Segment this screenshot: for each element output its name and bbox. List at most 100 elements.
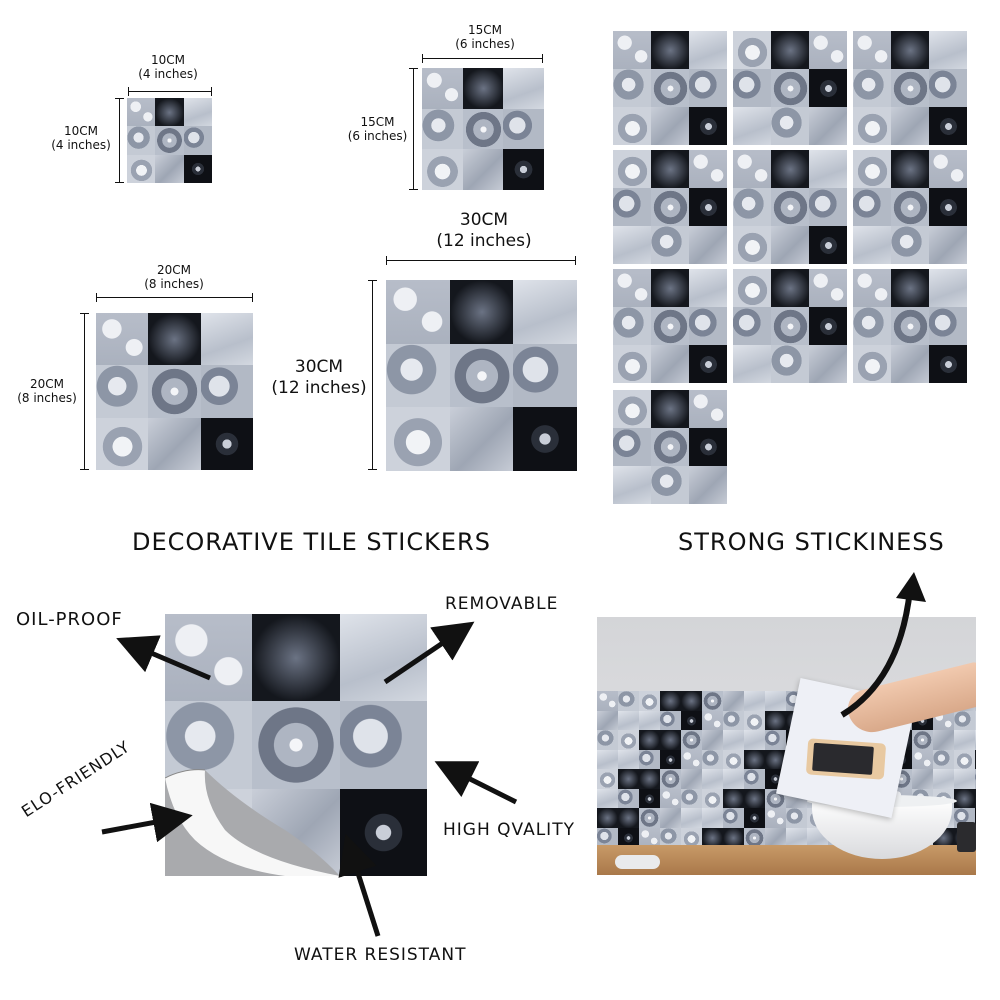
wall-tile xyxy=(660,710,681,731)
wall-tile xyxy=(954,749,975,770)
tile-pattern-cell xyxy=(651,107,690,145)
wall-tile xyxy=(702,808,723,828)
tile-pattern-cell xyxy=(651,345,690,383)
wall-tile xyxy=(975,730,976,750)
wall-tile xyxy=(954,710,975,731)
tile-pattern-cell xyxy=(503,68,544,110)
tile-pattern-cell xyxy=(449,343,514,408)
tile-pattern-cell xyxy=(651,69,690,108)
tile-pattern-cell xyxy=(96,417,149,470)
tile-pattern-cell xyxy=(929,269,967,308)
tile-pattern-cell xyxy=(651,188,690,227)
tile-pattern-cell xyxy=(733,226,772,264)
wall-tile xyxy=(618,730,639,750)
tile-pattern-cell xyxy=(127,98,156,127)
wall-tile xyxy=(744,788,765,809)
wall-tile xyxy=(681,827,702,848)
size-15-height-cm: 15CM xyxy=(360,115,395,129)
tile-pattern-cell xyxy=(127,154,156,183)
size-30-width-line xyxy=(386,256,576,265)
size-10-height-label: 10CM (4 inches) xyxy=(46,124,116,152)
tile-sticker-10cm xyxy=(127,98,212,183)
tile-pattern-cell xyxy=(183,98,212,127)
tile-pattern-cell xyxy=(689,188,727,227)
size-10-width-cm: 10CM xyxy=(150,53,185,67)
tile-pattern-cell xyxy=(771,307,810,346)
tile-pattern-cell xyxy=(513,343,577,408)
wall-tile xyxy=(618,710,639,731)
tile-pattern-cell xyxy=(809,188,847,227)
tile-pattern-cell xyxy=(96,313,149,366)
tile-pattern-cell xyxy=(809,226,847,264)
tile-pattern-cell xyxy=(809,307,847,346)
wall-tile xyxy=(975,788,976,809)
tile-pattern-cell xyxy=(651,389,690,428)
tile-pattern-cell xyxy=(651,31,690,70)
wall-tile xyxy=(702,730,723,750)
wall-tile xyxy=(681,749,702,770)
tile-pattern-cell xyxy=(155,154,185,183)
tile-pattern-cell xyxy=(513,280,577,345)
wall-tile xyxy=(954,788,975,809)
tile-pattern-cell xyxy=(891,31,930,70)
wall-tile xyxy=(702,710,723,731)
tile-pattern-cell xyxy=(613,31,652,70)
tile-pattern-cell xyxy=(651,307,690,346)
tile-pattern-cell xyxy=(771,107,810,145)
wall-tile xyxy=(702,769,723,789)
phone-screen xyxy=(812,742,874,775)
tile-pattern-cell xyxy=(252,614,341,702)
tile-pattern-cell xyxy=(200,365,253,419)
tile-pattern-cell xyxy=(513,407,577,471)
size-15-height-label: 15CM (6 inches) xyxy=(345,115,410,143)
tile-pattern-cell xyxy=(891,69,930,108)
size-30-height-line xyxy=(368,280,377,470)
feature-oil-proof: OIL-PROOF xyxy=(16,609,123,630)
pack-tile-sticker xyxy=(733,269,847,383)
tile-pattern-cell xyxy=(689,427,727,466)
size-20-height-in: (8 inches) xyxy=(17,391,77,405)
pack-tile-sticker xyxy=(613,31,727,145)
size-10-width-in: (4 inches) xyxy=(138,67,198,81)
size-30-width-label: 30CM (12 inches) xyxy=(424,210,544,252)
pack-tile-sticker xyxy=(613,269,727,383)
wall-tile xyxy=(744,827,765,848)
tub-edge xyxy=(615,855,660,869)
wall-tile xyxy=(912,749,933,770)
wall-tile xyxy=(597,788,618,809)
wall-tile xyxy=(723,808,744,828)
wall-tile xyxy=(933,730,954,750)
tile-pattern-cell xyxy=(689,465,727,504)
tile-pattern-cell xyxy=(771,188,810,227)
wall-tile xyxy=(954,730,975,750)
size-20-width-cm: 20CM xyxy=(156,263,191,277)
tile-sticker-30cm xyxy=(386,280,577,471)
size-30-height-label: 30CM (12 inches) xyxy=(268,357,370,399)
tile-sticker-15cm xyxy=(422,68,544,190)
tile-pattern-cell xyxy=(613,69,652,108)
size-30-height-in: (12 inches) xyxy=(271,378,367,398)
wall-tile xyxy=(618,769,639,789)
wall-tile xyxy=(597,691,618,711)
tile-pattern-cell xyxy=(651,427,690,466)
tile-pattern-cell xyxy=(422,149,464,190)
wall-tile xyxy=(786,827,807,848)
wall-tile xyxy=(639,730,660,750)
size-10-height-cm: 10CM xyxy=(63,124,98,138)
wall-tile xyxy=(597,749,618,770)
tile-pattern-cell xyxy=(891,188,930,227)
wall-tile xyxy=(597,808,618,828)
tile-pattern-cell xyxy=(503,149,544,190)
tile-pattern-cell xyxy=(386,343,451,408)
arrow-water-resistant xyxy=(338,833,381,937)
wall-tile xyxy=(660,691,681,711)
size-15-width-label: 15CM (6 inches) xyxy=(440,23,530,51)
tile-pattern-cell xyxy=(613,427,652,466)
tile-pattern-cell xyxy=(613,465,652,504)
bathroom-photo xyxy=(597,617,976,875)
tile-pattern-cell xyxy=(809,69,847,108)
tile-pattern-cell xyxy=(689,389,727,428)
tile-pattern-cell xyxy=(613,188,652,227)
size-10-width-line xyxy=(128,87,212,96)
tile-pattern-cell xyxy=(771,31,810,70)
